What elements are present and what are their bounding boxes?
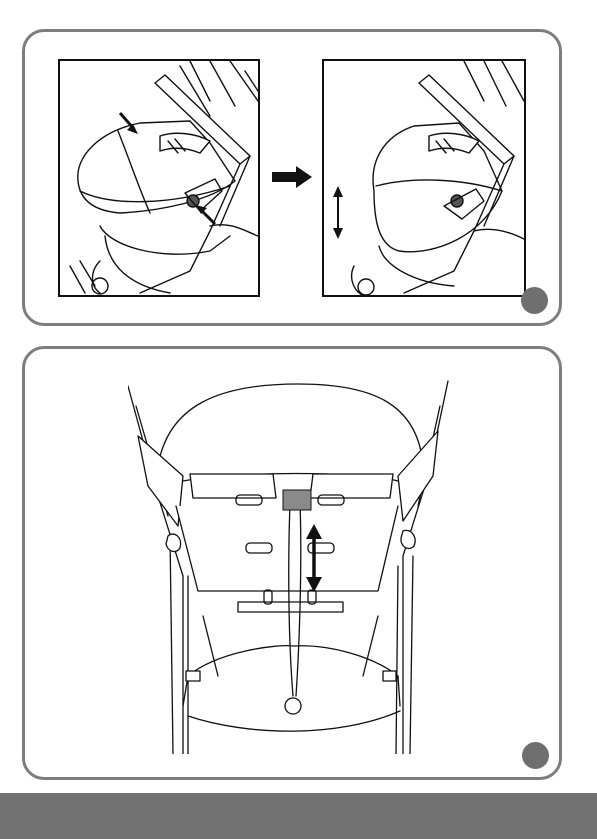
illustration-after (322, 59, 526, 297)
stroller-footmuff-before (60, 61, 258, 295)
buckle-icon (283, 490, 311, 510)
step-indicator-dot (521, 287, 548, 314)
pointer-arrow-icon (196, 205, 215, 224)
stroller-top-view-illustration (128, 376, 458, 754)
double-arrow-vertical-icon (333, 186, 343, 239)
stroller-footmuff-after (324, 61, 524, 295)
illustration-before (58, 59, 260, 297)
arrow-right-icon (270, 166, 314, 188)
step-indicator-dot (522, 742, 549, 769)
footer-bar (0, 793, 597, 839)
